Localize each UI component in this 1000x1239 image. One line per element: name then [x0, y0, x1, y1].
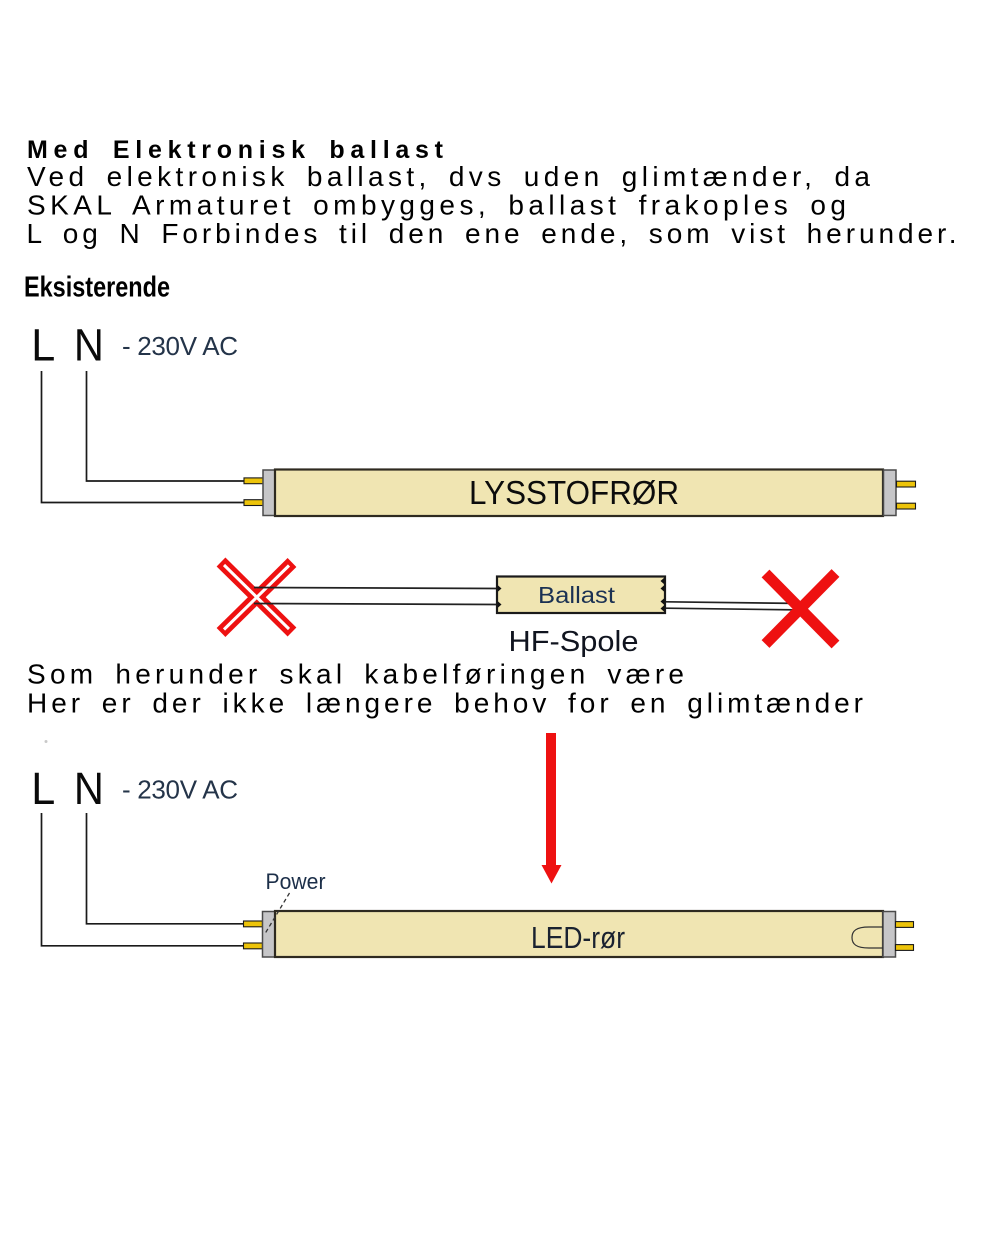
svg-text:LYSSTOFRØR: LYSSTOFRØR	[469, 474, 679, 511]
svg-text:Som herunder skal kabelføringe: Som herunder skal kabelføringen være	[27, 659, 684, 690]
svg-text:L: L	[31, 320, 55, 371]
svg-text:Ved elektronisk ballast, dvs u: Ved elektronisk ballast, dvs uden glimtæ…	[27, 161, 870, 192]
svg-text:Power: Power	[266, 869, 326, 894]
svg-text:Her er der ikke længere behov: Her er der ikke længere behov for en gli…	[27, 688, 863, 719]
svg-text:Ballast: Ballast	[538, 582, 616, 608]
svg-text:Eksisterende: Eksisterende	[24, 271, 170, 303]
svg-text:L og N Forbindes til den ene e: L og N Forbindes til den ene ende, som v…	[27, 218, 957, 249]
svg-text:- 230V AC: - 230V AC	[122, 774, 238, 804]
svg-text:L: L	[31, 763, 55, 814]
svg-text:N: N	[74, 763, 104, 814]
svg-text:- 230V AC: - 230V AC	[122, 331, 238, 361]
svg-text:N: N	[74, 320, 104, 371]
svg-text:LED-rør: LED-rør	[531, 920, 625, 955]
svg-text:SKAL Armaturet ombygges, balla: SKAL Armaturet ombygges, ballast frakopl…	[27, 189, 846, 220]
svg-text:HF-Spole: HF-Spole	[509, 626, 639, 658]
